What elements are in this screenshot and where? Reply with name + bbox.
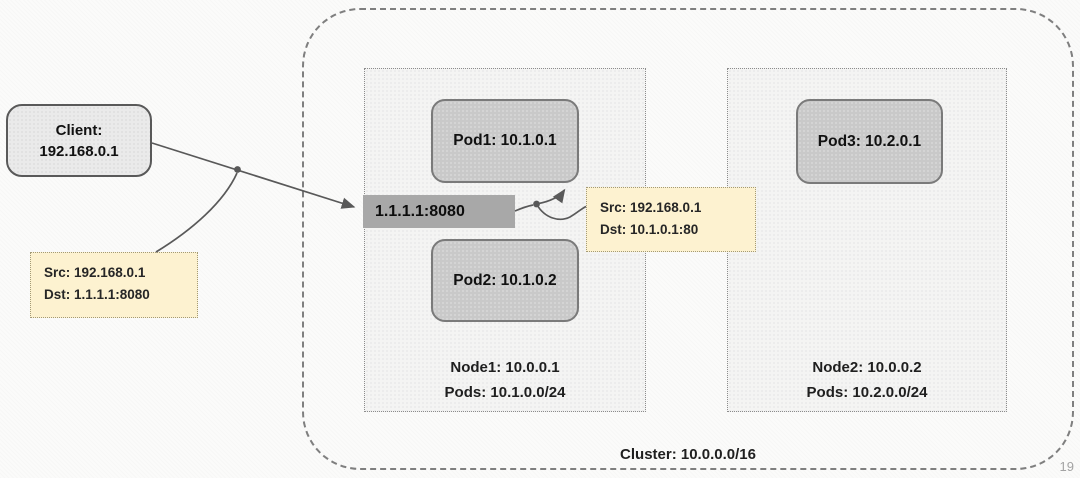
node2-label: Node2: 10.0.0.2 Pods: 10.2.0.0/24 bbox=[728, 355, 1006, 405]
junction-dot-client bbox=[234, 166, 241, 173]
node1-name: Node1: 10.0.0.1 bbox=[450, 359, 560, 376]
pod1-label: Pod1: 10.1.0.1 bbox=[453, 132, 557, 149]
cluster-boundary: Cluster: 10.0.0.0/16 bbox=[302, 8, 1074, 470]
node2-box: Pod3: 10.2.0.1 Node2: 10.0.0.2 Pods: 10.… bbox=[727, 68, 1007, 412]
slide-number: 19 bbox=[1059, 459, 1074, 474]
node2-name: Node2: 10.0.0.2 bbox=[812, 359, 922, 376]
client-label-line2: 192.168.0.1 bbox=[39, 142, 119, 160]
client-box: Client: 192.168.0.1 bbox=[6, 104, 152, 177]
node1-pods-cidr: Pods: 10.1.0.0/24 bbox=[444, 384, 566, 401]
pod1-box: Pod1: 10.1.0.1 bbox=[431, 99, 579, 183]
line-annotation1-to-junction bbox=[155, 172, 238, 253]
node1-label: Node1: 10.0.0.1 Pods: 10.1.0.0/24 bbox=[365, 355, 645, 405]
pod3-box: Pod3: 10.2.0.1 bbox=[796, 99, 943, 184]
cluster-label: Cluster: 10.0.0.0/16 bbox=[620, 446, 756, 463]
pod2-box: Pod2: 10.1.0.2 bbox=[431, 239, 579, 322]
packet2-dst: Dst: 10.1.0.1:80 bbox=[600, 222, 699, 237]
packet1-src: Src: 192.168.0.1 bbox=[44, 265, 146, 280]
pod2-label: Pod2: 10.1.0.2 bbox=[453, 271, 557, 289]
client-label-line1: Client: bbox=[55, 121, 103, 139]
pod3-label: Pod3: 10.2.0.1 bbox=[817, 132, 922, 150]
node2-pods-cidr: Pods: 10.2.0.0/24 bbox=[806, 384, 928, 401]
packet-annotation-client: Src: 192.168.0.1 Dst: 1.1.1.1:8080 bbox=[30, 252, 198, 318]
service-endpoint-box: 1.1.1.1:8080 bbox=[363, 195, 515, 228]
packet1-dst: Dst: 1.1.1.1:8080 bbox=[44, 287, 150, 302]
packet2-src: Src: 192.168.0.1 bbox=[600, 200, 702, 215]
packet-annotation-dnat: Src: 192.168.0.1 Dst: 10.1.0.1:80 bbox=[586, 187, 756, 252]
